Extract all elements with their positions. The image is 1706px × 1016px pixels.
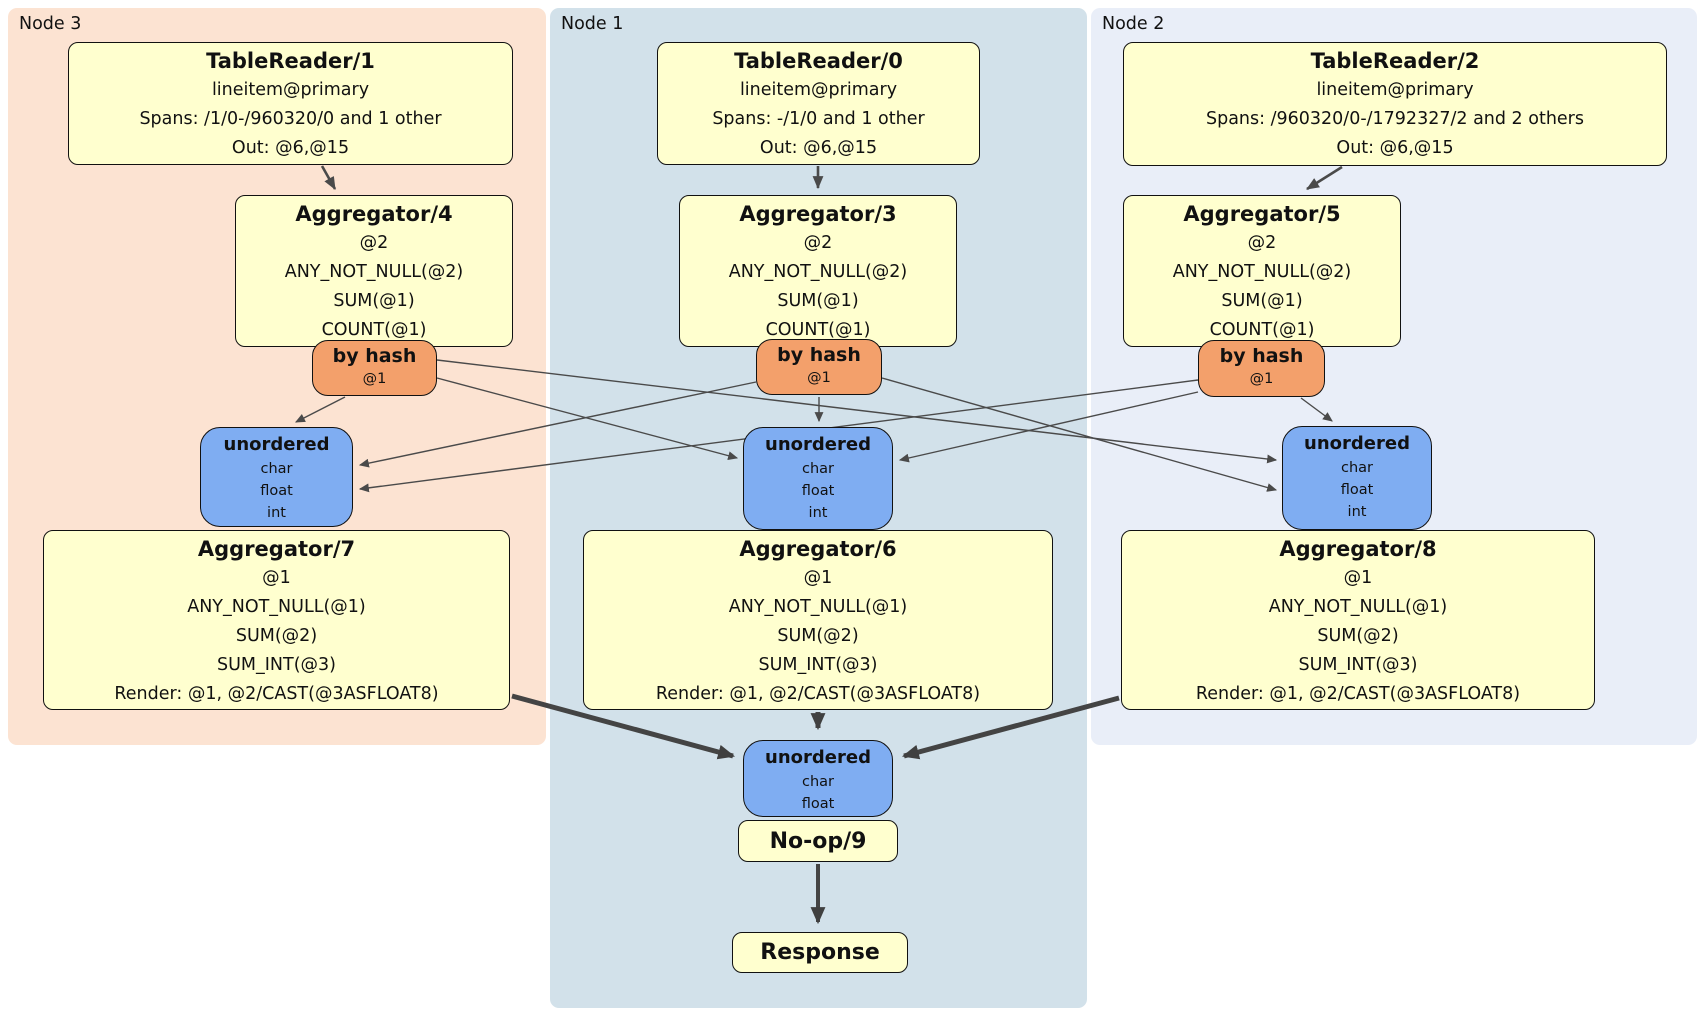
processor-title: Aggregator/5 [1183,202,1341,226]
processor-tablereader-0: TableReader/0 lineitem@primary Spans: -/… [657,42,980,165]
processor-line: Out: @6,@15 [1336,138,1454,158]
sync-column: char [801,774,834,790]
processor-line: SUM(@2) [235,626,318,646]
processor-line: Spans: -/1/0 and 1 other [712,109,925,129]
processor-line: ANY_NOT_NULL(@2) [728,262,908,282]
processor-title: Aggregator/3 [739,202,897,226]
processor-aggregator-5: Aggregator/5 @2 ANY_NOT_NULL(@2) SUM(@1)… [1123,195,1401,347]
processor-line: lineitem@primary [211,80,370,100]
processor-line: SUM(@2) [1317,626,1399,646]
processor-aggregator-3: Aggregator/3 @2 ANY_NOT_NULL(@2) SUM(@1)… [679,195,957,347]
sync-unordered-node1: unordered char float int [743,427,893,530]
router-by-hash-node1: by hash @1 [756,339,882,395]
processor-title: Aggregator/4 [295,202,453,226]
processor-line: SUM_INT(@3) [758,655,878,675]
processor-line: ANY_NOT_NULL(@2) [1172,262,1352,282]
processor-line: @2 [359,233,389,253]
router-by-hash-node2: by hash @1 [1198,340,1325,397]
sync-title: unordered [765,747,871,768]
sync-column: float [1340,482,1374,498]
processor-line: Render: @1, @2/CAST(@3ASFLOAT8) [655,684,981,704]
processor-line: lineitem@primary [1316,80,1474,100]
processor-line: ANY_NOT_NULL(@1) [1268,597,1448,617]
processor-line: Spans: /960320/0-/1792327/2 and 2 others [1205,109,1584,129]
router-by-hash-node3: by hash @1 [312,340,437,396]
processor-line: ANY_NOT_NULL(@1) [187,597,366,617]
processor-aggregator-8: Aggregator/8 @1 ANY_NOT_NULL(@1) SUM(@2)… [1121,530,1595,710]
sync-title: unordered [1304,433,1410,454]
sync-column: int [1347,504,1367,520]
cluster-node-2-label: Node 2 [1102,14,1165,34]
processor-line: @2 [803,233,833,253]
router-title: by hash [1219,345,1304,367]
processor-line: COUNT(@1) [321,320,427,340]
sync-unordered-node3: unordered char float int [200,427,353,527]
sync-unordered-node2: unordered char float int [1282,426,1432,530]
router-detail: @1 [362,371,387,387]
processor-aggregator-4: Aggregator/4 @2 ANY_NOT_NULL(@2) SUM(@1)… [235,195,513,347]
processor-title: TableReader/2 [1310,49,1480,73]
processor-tablereader-2: TableReader/2 lineitem@primary Spans: /9… [1123,42,1667,166]
processor-title: Response [760,940,880,965]
processor-aggregator-7: Aggregator/7 @1 ANY_NOT_NULL(@1) SUM(@2)… [43,530,510,710]
processor-line: ANY_NOT_NULL(@1) [728,597,908,617]
processor-title: Aggregator/6 [739,537,897,561]
sync-unordered-final: unordered char float [743,740,893,817]
processor-response: Response [732,932,908,973]
processor-aggregator-6: Aggregator/6 @1 ANY_NOT_NULL(@1) SUM(@2)… [583,530,1053,710]
processor-title: Aggregator/8 [1279,537,1437,561]
cluster-node-1-label: Node 1 [561,14,624,34]
processor-line: ANY_NOT_NULL(@2) [284,262,464,282]
sync-column: float [260,483,293,499]
processor-noop-9: No-op/9 [738,820,898,862]
processor-line: Out: @6,@15 [759,138,878,158]
processor-line: lineitem@primary [739,80,898,100]
processor-tablereader-1: TableReader/1 lineitem@primary Spans: /1… [68,42,513,165]
processor-line: SUM(@1) [777,291,859,311]
processor-line: @1 [262,568,291,588]
processor-title: No-op/9 [769,828,867,854]
sync-column: int [267,505,286,521]
processor-title: TableReader/0 [734,49,903,73]
sync-column: char [260,461,293,477]
processor-line: @1 [803,568,833,588]
sync-column: char [801,461,834,477]
router-title: by hash [332,345,417,367]
processor-line: SUM_INT(@3) [1298,655,1418,675]
processor-line: SUM(@2) [777,626,859,646]
processor-line: Out: @6,@15 [231,138,350,158]
processor-line: SUM(@1) [333,291,415,311]
sync-column: float [801,483,835,499]
sync-title: unordered [223,434,330,455]
sync-column: int [808,505,828,521]
cluster-node-3-label: Node 3 [19,14,82,34]
processor-title: TableReader/1 [206,49,375,73]
processor-line: @1 [1343,568,1373,588]
reader-to-aggregator-edges [320,165,1343,191]
processor-title: Aggregator/7 [197,537,356,561]
processor-line: COUNT(@1) [765,320,871,340]
processor-line: SUM(@1) [1221,291,1303,311]
router-detail: @1 [1249,371,1274,387]
router-detail: @1 [807,370,831,386]
router-title: by hash [777,344,861,366]
processor-line: Render: @1, @2/CAST(@3ASFLOAT8) [1195,684,1521,704]
sync-column: float [801,796,835,812]
final-merge-edges [511,693,1120,760]
processor-line: Spans: /1/0-/960320/0 and 1 other [139,109,442,129]
sync-title: unordered [765,434,871,455]
processor-line: COUNT(@1) [1209,320,1315,340]
processor-line: @2 [1247,233,1277,253]
processor-line: SUM_INT(@3) [217,655,336,675]
sync-column: char [1340,460,1373,476]
processor-line: Render: @1, @2/CAST(@3ASFLOAT8) [114,684,439,704]
